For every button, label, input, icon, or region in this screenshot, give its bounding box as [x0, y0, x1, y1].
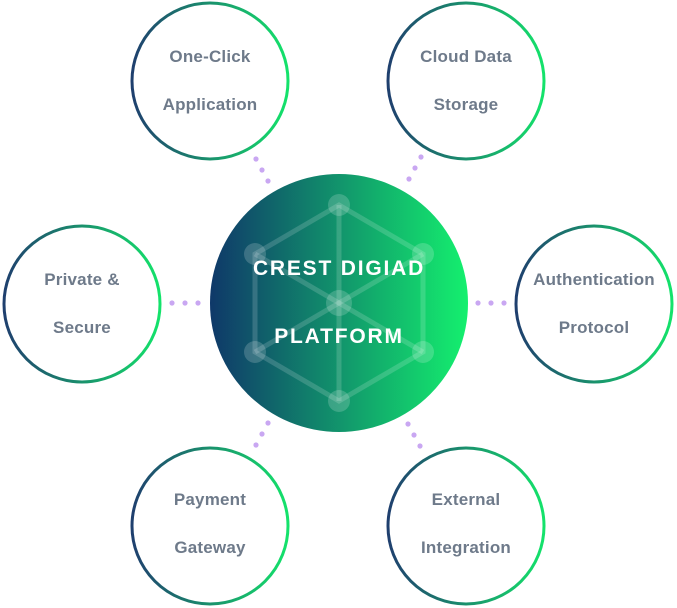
- node-one-click-line2: Application: [162, 95, 258, 114]
- node-external-line2: Integration: [420, 538, 512, 557]
- node-ring-external: [386, 446, 546, 606]
- node-authentication-protocol: Authentication Protocol: [519, 244, 669, 364]
- node-external-line1: External: [431, 490, 501, 509]
- node-cloud-line1: Cloud Data: [420, 47, 512, 66]
- node-ring-payment: [130, 446, 290, 606]
- node-auth-line2: Protocol: [558, 318, 630, 337]
- node-cloud-data-storage: Cloud Data Storage: [396, 21, 536, 141]
- connector-private: [169, 300, 201, 306]
- node-ring-auth: [514, 224, 674, 384]
- node-payment-gateway: Payment Gateway: [140, 464, 280, 584]
- connector-external: [405, 421, 423, 449]
- node-payment-line2: Gateway: [174, 538, 246, 557]
- node-auth-line1: Authentication: [533, 270, 655, 289]
- center-title-line1: CREST DIGIAD: [252, 257, 426, 280]
- center-title: CREST DIGIAD PLATFORM: [229, 218, 449, 388]
- node-private-line2: Secure: [53, 318, 111, 337]
- node-cloud-line2: Storage: [433, 95, 499, 114]
- node-one-click-application: One-Click Application: [140, 21, 280, 141]
- network-node-dots: [244, 194, 434, 412]
- connector-auth: [475, 300, 507, 306]
- node-payment-line1: Payment: [173, 490, 247, 509]
- node-ring-one-click: [130, 1, 290, 161]
- center-disk: [210, 174, 468, 432]
- connector-payment: [253, 420, 271, 448]
- node-ring-cloud: [386, 1, 546, 161]
- node-private-secure: Private & Secure: [12, 244, 152, 364]
- node-external-integration: External Integration: [396, 464, 536, 584]
- connector-cloud: [406, 154, 424, 182]
- node-private-line1: Private &: [44, 270, 120, 289]
- network-hexagon-icon: [252, 202, 426, 404]
- node-ring-private: [2, 224, 162, 384]
- node-one-click-line1: One-Click: [169, 47, 251, 66]
- center-title-line2: PLATFORM: [274, 325, 404, 348]
- connector-one-click: [253, 156, 271, 184]
